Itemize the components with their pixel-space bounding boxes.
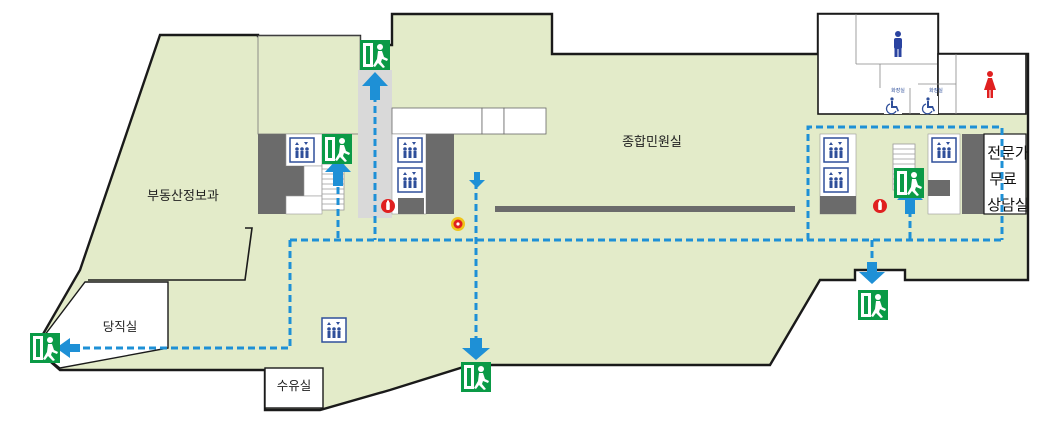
consultation-room-label-3: 상담실 (987, 196, 1028, 214)
wheelchair-icon (883, 95, 903, 115)
accessible-restroom-label-right: 화장실 (929, 87, 943, 94)
arrow-down-icon (859, 262, 885, 284)
consultation-room (983, 133, 1027, 215)
fire-extinguisher-icon (873, 199, 887, 213)
emergency-exit-sign-icon (30, 333, 60, 363)
consultation-room-label-1: 전문가 (987, 144, 1029, 162)
female-restroom-icon (984, 71, 996, 98)
arrow-up-icon (362, 72, 388, 100)
real-estate-room-wall (88, 227, 253, 281)
real-estate-room-label: 부동산정보과 (147, 189, 219, 204)
nursing-room-label: 수유실 (277, 378, 312, 393)
evacuation-routes (68, 95, 1004, 350)
left-office-block (257, 35, 361, 135)
elevator-icon (823, 137, 849, 163)
elevator-icon (823, 167, 849, 193)
duty-room-label: 당직실 (103, 319, 138, 334)
restroom-area (817, 13, 1027, 115)
fire-alarm-icon (451, 217, 465, 231)
arrow-left-icon (56, 338, 80, 358)
emergency-exit-sign-icon (322, 134, 352, 164)
evac-route-left-branch (68, 240, 292, 350)
elevator-icon (397, 167, 423, 193)
emergency-exit-sign-icon (894, 168, 924, 198)
accessible-restroom-right: 화장실 (919, 87, 943, 115)
emergency-exit-sign-icon (461, 362, 491, 392)
elevator-icon (321, 317, 347, 343)
wheelchair-icon (919, 95, 939, 115)
accessible-restroom-label-left: 화장실 (891, 87, 905, 94)
nursing-room (264, 367, 324, 409)
elevator-icon (931, 137, 957, 163)
fire-extinguisher-icon (381, 199, 395, 213)
elevator-icon (397, 137, 423, 163)
emergency-exit-sign-icon (360, 40, 390, 70)
elevator-icon (289, 137, 315, 163)
emergency-exit-sign-icon (858, 290, 888, 320)
arrow-down-icon (462, 338, 490, 360)
accessible-restroom-left: 화장실 (883, 87, 905, 115)
civil-service-room-label: 종합민원실 (622, 135, 682, 150)
male-restroom-icon (894, 31, 902, 57)
arrow-up-icon (325, 158, 351, 186)
evac-route-right-loop (806, 125, 1004, 240)
arrow-down-small-icon (469, 172, 485, 188)
service-counter (495, 206, 795, 212)
